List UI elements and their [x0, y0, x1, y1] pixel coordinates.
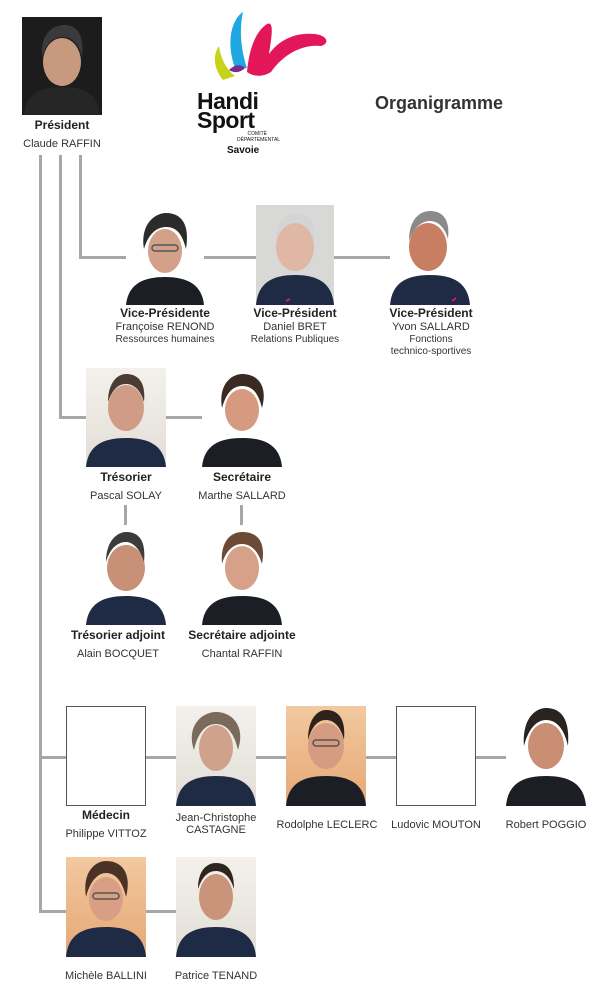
caption-vp-sallard: Vice-Président Yvon SALLARD Fonctions te… — [366, 306, 496, 358]
caption-vp-bret: Vice-Président Daniel BRET Relations Pub… — [230, 306, 360, 346]
connector — [240, 505, 243, 525]
photo-tresorier-adjoint — [86, 528, 166, 625]
connector — [39, 155, 42, 913]
member-name: Michèle BALLINI — [46, 969, 166, 983]
photo-vp-sallard — [390, 205, 470, 305]
connector — [146, 910, 176, 913]
member-name: Robert POGGIO — [492, 818, 600, 832]
connector — [79, 155, 82, 259]
member-detail: Fonctions — [366, 334, 496, 346]
member-role: Vice-Président — [230, 306, 360, 320]
logo-subtitle-line2: DÉPARTEMENTAL — [237, 137, 267, 143]
member-detail: Relations Publiques — [230, 334, 360, 346]
caption-mouton: Ludovic MOUTON — [374, 818, 498, 832]
member-name: Marthe SALLARD — [182, 489, 302, 503]
caption-president: Président Claude RAFFIN — [2, 118, 122, 151]
member-name: Alain BOCQUET — [56, 647, 180, 661]
logo-region: Savoie — [227, 145, 259, 156]
connector — [79, 256, 127, 259]
photo-ballini — [66, 857, 146, 957]
member-role: Médecin — [46, 808, 166, 822]
member-name: Françoise RENOND — [100, 320, 230, 334]
caption-medecin: Médecin Philippe VITTOZ — [46, 808, 166, 841]
photo-castagne — [176, 706, 256, 806]
portrait-leclerc — [286, 706, 366, 806]
member-name: Jean-Christophe — [156, 812, 276, 824]
caption-tenand: Patrice TENAND — [156, 969, 276, 983]
member-role: Président — [2, 118, 122, 132]
caption-tresorier-adjoint: Trésorier adjoint Alain BOCQUET — [56, 628, 180, 661]
photo-vp-renond — [126, 207, 204, 305]
caption-poggio: Robert POGGIO — [492, 818, 600, 832]
member-role: Trésorier adjoint — [56, 628, 180, 642]
photo-vp-bret — [256, 205, 334, 305]
photo-secretaire-adjointe — [202, 528, 282, 625]
caption-secretaire: Secrétaire Marthe SALLARD — [182, 470, 302, 503]
photo-tenand — [176, 857, 256, 957]
member-name: Ludovic MOUTON — [374, 818, 498, 832]
handisport-logo: Handi Sport COMITÉ DÉPARTEMENTAL Savoie — [195, 10, 335, 160]
portrait-vp-bret — [256, 205, 334, 305]
portrait-poggio — [506, 706, 586, 806]
photo-secretaire — [202, 370, 282, 467]
portrait-tresorier-adjoint — [86, 528, 166, 625]
connector — [39, 756, 67, 759]
member-name: Daniel BRET — [230, 320, 360, 334]
member-role: Vice-Président — [366, 306, 496, 320]
page-title: Organigramme — [375, 93, 503, 114]
photo-mouton-placeholder — [396, 706, 476, 806]
connector — [334, 256, 391, 259]
connector — [59, 416, 87, 419]
photo-president — [22, 17, 102, 115]
connector — [146, 756, 176, 759]
caption-castagne: Jean-Christophe CASTAGNE — [156, 812, 276, 836]
portrait-ballini — [66, 857, 146, 957]
photo-poggio — [506, 706, 586, 806]
caption-secretaire-adjointe: Secrétaire adjointe Chantal RAFFIN — [172, 628, 312, 661]
connector — [166, 416, 203, 419]
member-name: Chantal RAFFIN — [172, 647, 312, 661]
portrait-castagne — [176, 706, 256, 806]
portrait-tenand — [176, 857, 256, 957]
member-role: Secrétaire — [182, 470, 302, 484]
portrait-secretaire — [202, 370, 282, 467]
member-detail: technico-sportives — [366, 346, 496, 358]
caption-vp-renond: Vice-Présidente Françoise RENOND Ressour… — [100, 306, 230, 346]
connector — [204, 256, 257, 259]
photo-medecin-placeholder — [66, 706, 146, 806]
portrait-tresorier — [86, 368, 166, 467]
connector — [124, 505, 127, 525]
member-detail: Ressources humaines — [100, 334, 230, 346]
member-name: Yvon SALLARD — [366, 320, 496, 334]
connector — [39, 910, 67, 913]
member-name: Philippe VITTOZ — [46, 827, 166, 841]
member-name: CASTAGNE — [156, 824, 276, 836]
photo-tresorier — [86, 368, 166, 467]
portrait-vp-sallard — [390, 205, 470, 305]
member-role: Secrétaire adjointe — [172, 628, 312, 642]
caption-ballini: Michèle BALLINI — [46, 969, 166, 983]
caption-tresorier: Trésorier Pascal SOLAY — [66, 470, 186, 503]
connector — [256, 756, 286, 759]
logo-subtitle: COMITÉ DÉPARTEMENTAL — [237, 131, 267, 143]
handisport-logo-mark — [195, 10, 335, 90]
member-name: Claude RAFFIN — [2, 137, 122, 151]
connector — [366, 756, 396, 759]
portrait-president — [22, 17, 102, 115]
portrait-secretaire-adjointe — [202, 528, 282, 625]
connector — [59, 155, 62, 419]
member-role: Trésorier — [66, 470, 186, 484]
connector — [476, 756, 506, 759]
portrait-vp-renond — [126, 207, 204, 305]
member-name: Pascal SOLAY — [66, 489, 186, 503]
photo-leclerc — [286, 706, 366, 806]
logo-text-sport: Sport — [197, 107, 255, 134]
member-name: Patrice TENAND — [156, 969, 276, 983]
member-role: Vice-Présidente — [100, 306, 230, 320]
